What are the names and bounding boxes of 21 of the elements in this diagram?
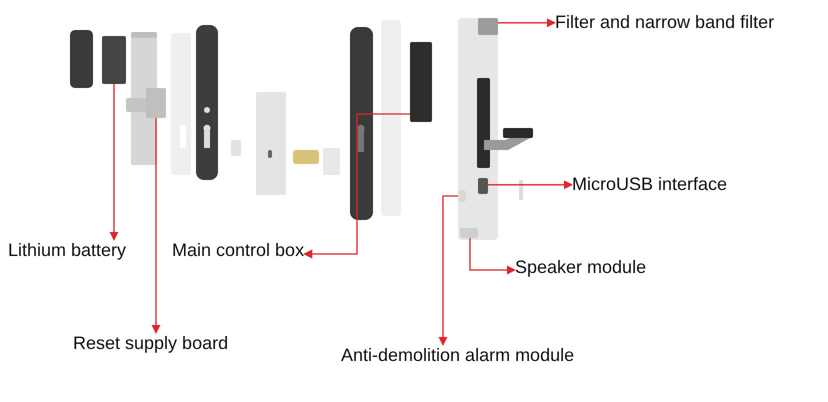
leader-line — [438, 195, 458, 346]
leader-line — [488, 180, 573, 190]
callout-label: Reset supply board — [73, 333, 228, 355]
port-drawing — [478, 178, 488, 194]
leader-line — [469, 238, 516, 275]
speaker-drawing — [460, 228, 478, 238]
sensor-drawing — [458, 190, 466, 202]
leader-line — [303, 113, 410, 259]
callout-label: Filter and narrow band filter — [555, 12, 774, 34]
leader-line — [109, 84, 119, 241]
leader-line — [498, 18, 556, 28]
filter-window-drawing — [478, 18, 498, 35]
callout-label: MicroUSB interface — [572, 174, 728, 196]
leader-line — [151, 118, 161, 334]
callout-label: Speaker module — [515, 257, 646, 279]
circuit-board-drawing — [146, 88, 166, 118]
callout-label: Main control box — [172, 240, 304, 262]
control-box-drawing — [410, 42, 432, 122]
callout-label: Anti-demolition alarm module — [341, 345, 576, 367]
callout-label: Lithium battery — [8, 240, 126, 262]
battery-drawing — [102, 36, 126, 84]
